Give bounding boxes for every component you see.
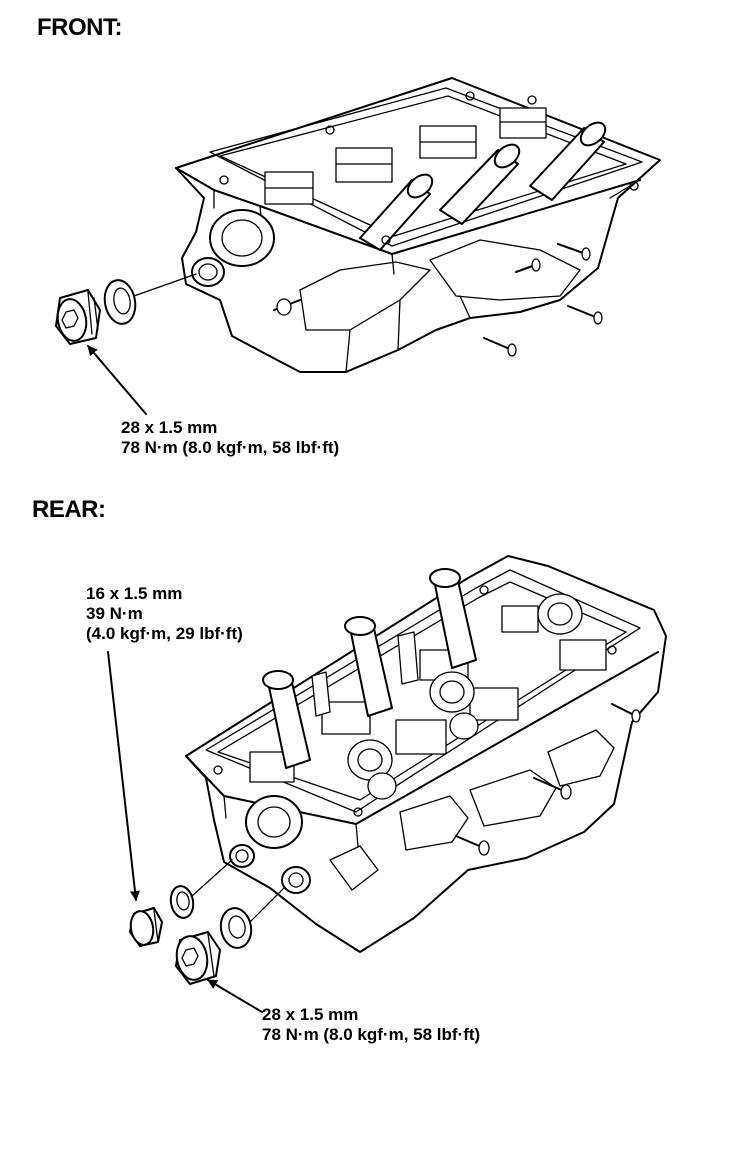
- rear-large-plug-spec: 28 x 1.5 mm 78 N·m (8.0 kgf·m, 58 lbf·ft…: [262, 1005, 480, 1045]
- rear-small-sealing-washer: [169, 885, 195, 919]
- rear-small-plug-size: 16 x 1.5 mm: [86, 584, 183, 603]
- front-plug-arrow: [87, 345, 147, 415]
- rear-small-plug-spec: 16 x 1.5 mm 39 N·m (4.0 kgf·m, 29 lbf·ft…: [86, 584, 243, 644]
- front-plug-spec: 28 x 1.5 mm 78 N·m (8.0 kgf·m, 58 lbf·ft…: [121, 418, 339, 458]
- rear-small-plug-arrow: [107, 651, 140, 901]
- rear-large-plug-torque: 78 N·m (8.0 kgf·m, 58 lbf·ft): [262, 1025, 481, 1044]
- rear-small-plug-axis-line: [191, 859, 233, 897]
- front-cylinder-head: [175, 77, 661, 373]
- front-plug-axis-line: [133, 273, 197, 297]
- rear-small-plug-torque-alt: (4.0 kgf·m, 29 lbf·ft): [86, 624, 243, 643]
- front-plug-size: 28 x 1.5 mm: [121, 418, 218, 437]
- front-sealing-washer: [103, 279, 137, 325]
- rear-large-plug-arrow: [207, 979, 263, 1013]
- front-plug-torque: 78 N·m (8.0 kgf·m, 58 lbf·ft): [121, 438, 340, 457]
- rear-large-plug-size: 28 x 1.5 mm: [262, 1005, 359, 1024]
- rear-large-sealing-washer: [219, 907, 253, 949]
- rear-title: REAR:: [32, 496, 106, 523]
- rear-small-plug: [129, 907, 163, 947]
- rear-small-plug-torque: 39 N·m: [86, 604, 143, 623]
- front-drain-plug: [55, 289, 101, 345]
- rear-large-plug-axis-line: [249, 887, 285, 923]
- front-title: FRONT:: [37, 14, 122, 41]
- rear-large-plug: [175, 931, 221, 985]
- rear-cylinder-head: [185, 555, 667, 953]
